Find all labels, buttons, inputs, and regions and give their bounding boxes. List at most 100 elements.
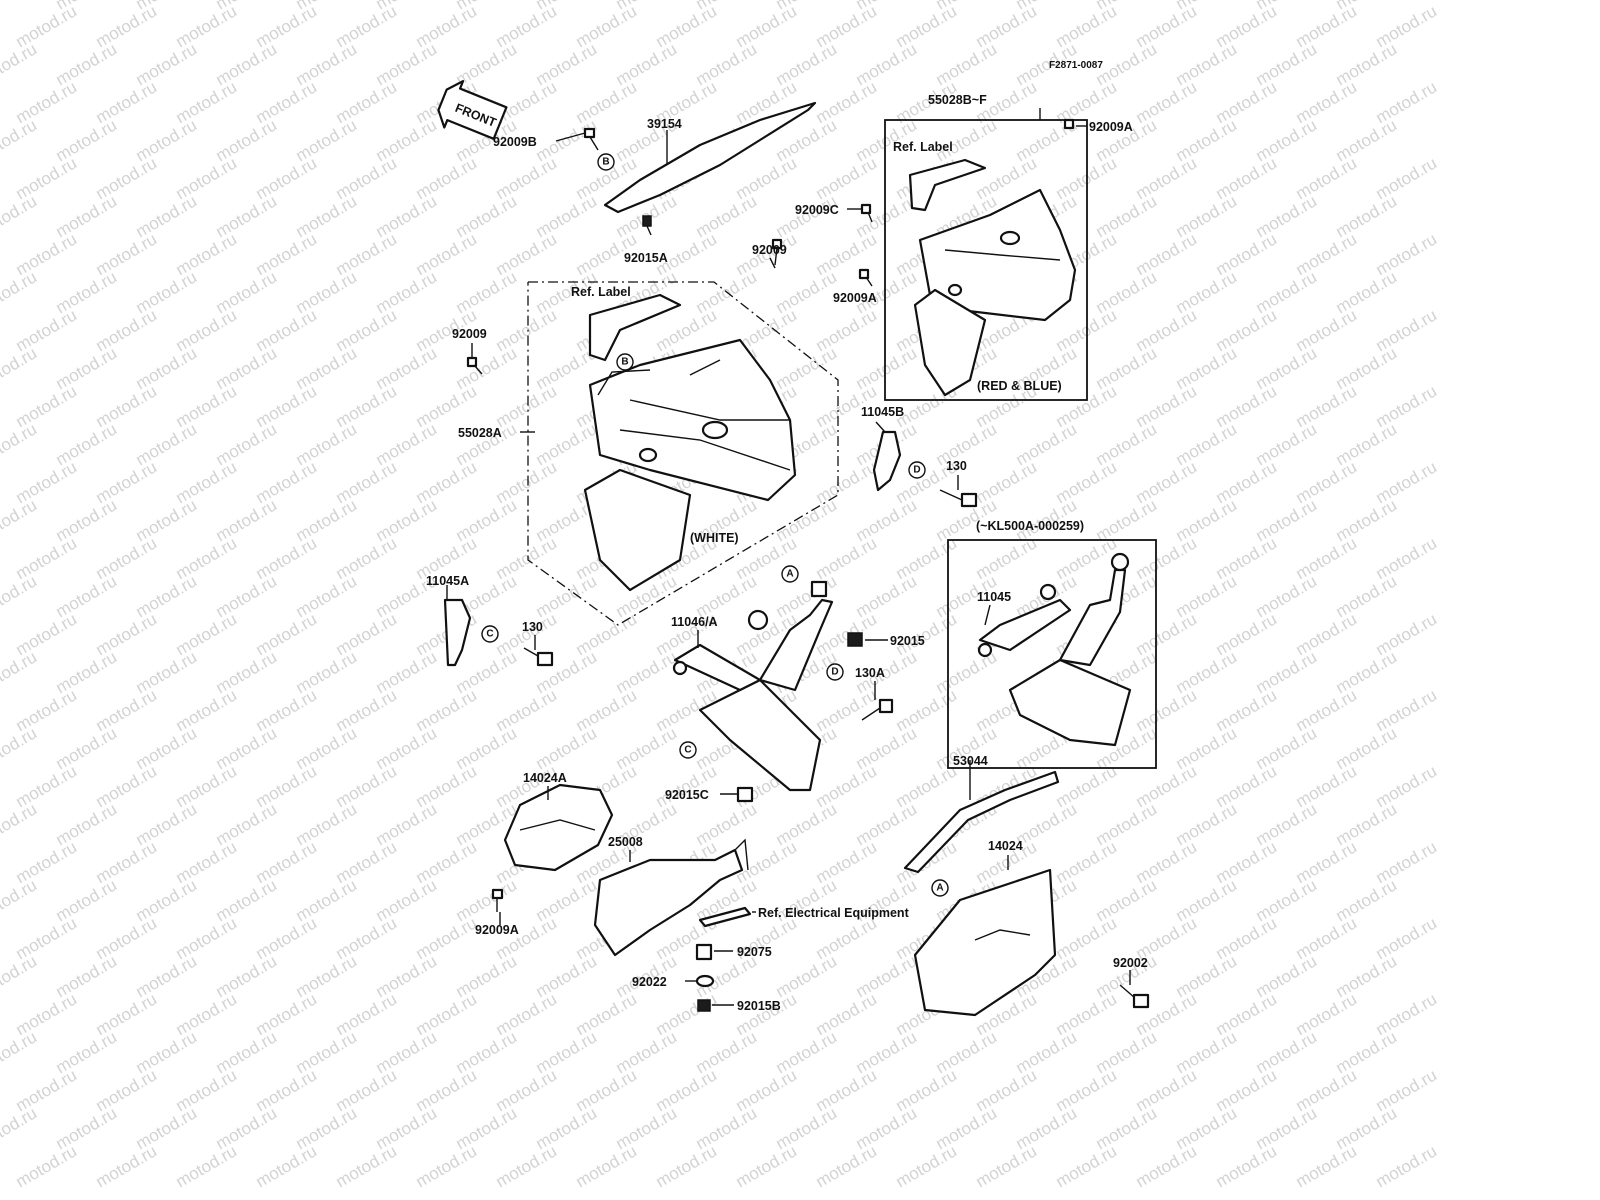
label-55028A: 55028A	[458, 426, 502, 440]
watermark-text: motod.ru	[1373, 1141, 1441, 1191]
callout-A-lower: A	[931, 879, 949, 897]
white-cowl-boundary	[527, 281, 839, 626]
callout-D-upper: D	[908, 461, 926, 479]
label-11045B: 11045B	[861, 405, 904, 419]
watermark-text: motod.ru	[1293, 1141, 1361, 1191]
cowl-white	[583, 293, 797, 592]
ref-label-left: Ref. Label	[571, 285, 631, 299]
watermark-text: motod.ru	[493, 1141, 561, 1191]
ref-label-right: Ref. Label	[893, 140, 953, 154]
watermark-text: motod.ru	[0, 951, 40, 1001]
callout-B-cowl: B	[616, 353, 634, 371]
svg-text:C: C	[486, 629, 493, 640]
watermark-text: motod.ru	[573, 1141, 641, 1191]
callout-C-center: C	[679, 741, 697, 759]
watermark-text: motod.ru	[0, 267, 40, 317]
label-25008: 25008	[608, 835, 643, 849]
label-130-left: 130	[522, 620, 543, 634]
svg-text:A: A	[786, 569, 793, 580]
watermark-text: motod.ru	[0, 0, 40, 13]
watermark-text: motod.ru	[733, 1141, 801, 1191]
svg-text:A: A	[936, 883, 943, 894]
label-53044: 53044	[953, 754, 988, 768]
label-92022: 92022	[632, 975, 667, 989]
watermark-text: motod.ru	[973, 1141, 1041, 1191]
part-labels: 92009B 39154 92015A 92009 92009 55028A 5…	[426, 93, 1148, 1013]
label-14024: 14024	[988, 839, 1023, 853]
cover-14024A	[503, 783, 614, 872]
bolt-130A	[861, 698, 894, 721]
red-blue-cowl-box	[884, 119, 1088, 401]
watermark-text: motod.ru	[893, 1141, 961, 1191]
watermark-text: motod.ru	[253, 1141, 321, 1191]
watermark-text: motod.ru	[93, 1141, 161, 1191]
grommet-92075	[695, 943, 713, 961]
watermark-text: motod.ru	[0, 419, 40, 469]
trim-53044	[903, 770, 1060, 874]
callout-D-center: D	[826, 663, 844, 681]
nut-92015B	[697, 999, 711, 1012]
bolt-92009A-top	[1063, 118, 1075, 130]
bolt-92009A-mid	[858, 268, 873, 287]
watermark-text: motod.ru	[13, 1141, 81, 1191]
watermark-text: motod.ru	[0, 191, 40, 241]
svg-text:C: C	[684, 745, 691, 756]
grommet-92015A	[642, 215, 652, 227]
washer-92022	[695, 974, 715, 988]
bolt-92002	[1119, 984, 1150, 1009]
label-ref-electrical: Ref. Electrical Equipment	[758, 906, 910, 920]
svg-text:B: B	[602, 157, 609, 168]
label-92009A-top: 92009A	[1089, 120, 1133, 134]
label-11046A: 11046/A	[671, 615, 718, 629]
label-39154: 39154	[647, 117, 682, 131]
label-130A: 130A	[855, 666, 885, 680]
watermark-text: motod.ru	[0, 647, 40, 697]
watermark-text: motod.ru	[0, 571, 40, 621]
ref-electrical-part	[698, 906, 752, 928]
windshield-39154	[603, 101, 817, 214]
watermark-text: motod.ru	[0, 1027, 40, 1077]
callout-B-upper: B	[597, 153, 615, 171]
watermark-text: motod.ru	[1213, 1141, 1281, 1191]
callout-C-left: C	[481, 625, 499, 643]
svg-text:D: D	[913, 465, 920, 476]
watermark-text: motod.ru	[813, 1141, 881, 1191]
label-92009A-mid: 92009A	[833, 291, 877, 305]
front-arrow-icon: FRONT	[437, 80, 508, 140]
bracket-11045B	[872, 430, 902, 492]
label-92015: 92015	[890, 634, 925, 648]
red-blue-note: (RED & BLUE)	[977, 379, 1062, 393]
bolt-130-left	[523, 647, 554, 667]
white-note: (WHITE)	[690, 531, 739, 545]
label-92009A-bottom: 92009A	[475, 923, 519, 937]
bolt-130-right	[939, 489, 978, 508]
cover-14024	[913, 868, 1057, 1017]
bracket-11045A	[443, 598, 472, 667]
label-92009-top: 92009	[752, 243, 787, 257]
callout-A-center: A	[781, 565, 799, 583]
watermark-text: motod.ru	[0, 343, 40, 393]
label-92002: 92002	[1113, 956, 1148, 970]
nut-92015C	[736, 786, 754, 803]
label-55028B-F: 55028B~F	[928, 93, 987, 107]
cowl-red-blue	[908, 158, 1077, 397]
watermark-text: motod.ru	[1053, 1141, 1121, 1191]
bolt-92009A-bottom	[491, 888, 504, 912]
bracket-alt	[977, 552, 1132, 747]
watermark-text: motod.ru	[413, 1141, 481, 1191]
serial-range-note: (~KL500A-000259)	[976, 519, 1084, 533]
label-92015C: 92015C	[665, 788, 709, 802]
bolt-92009-top	[771, 238, 783, 266]
label-92015A: 92015A	[624, 251, 668, 265]
watermark-text: motod.ru	[653, 1141, 721, 1191]
watermark-text: motod.ru	[0, 799, 40, 849]
label-92009-left: 92009	[452, 327, 487, 341]
watermark-text: motod.ru	[333, 1141, 401, 1191]
watermark-text: motod.ru	[1133, 1141, 1201, 1191]
figure-code: F2871-0087	[1049, 60, 1103, 71]
label-92015B: 92015B	[737, 999, 781, 1013]
leader-lines	[446, 125, 1131, 1006]
bracket-25008	[593, 848, 744, 957]
